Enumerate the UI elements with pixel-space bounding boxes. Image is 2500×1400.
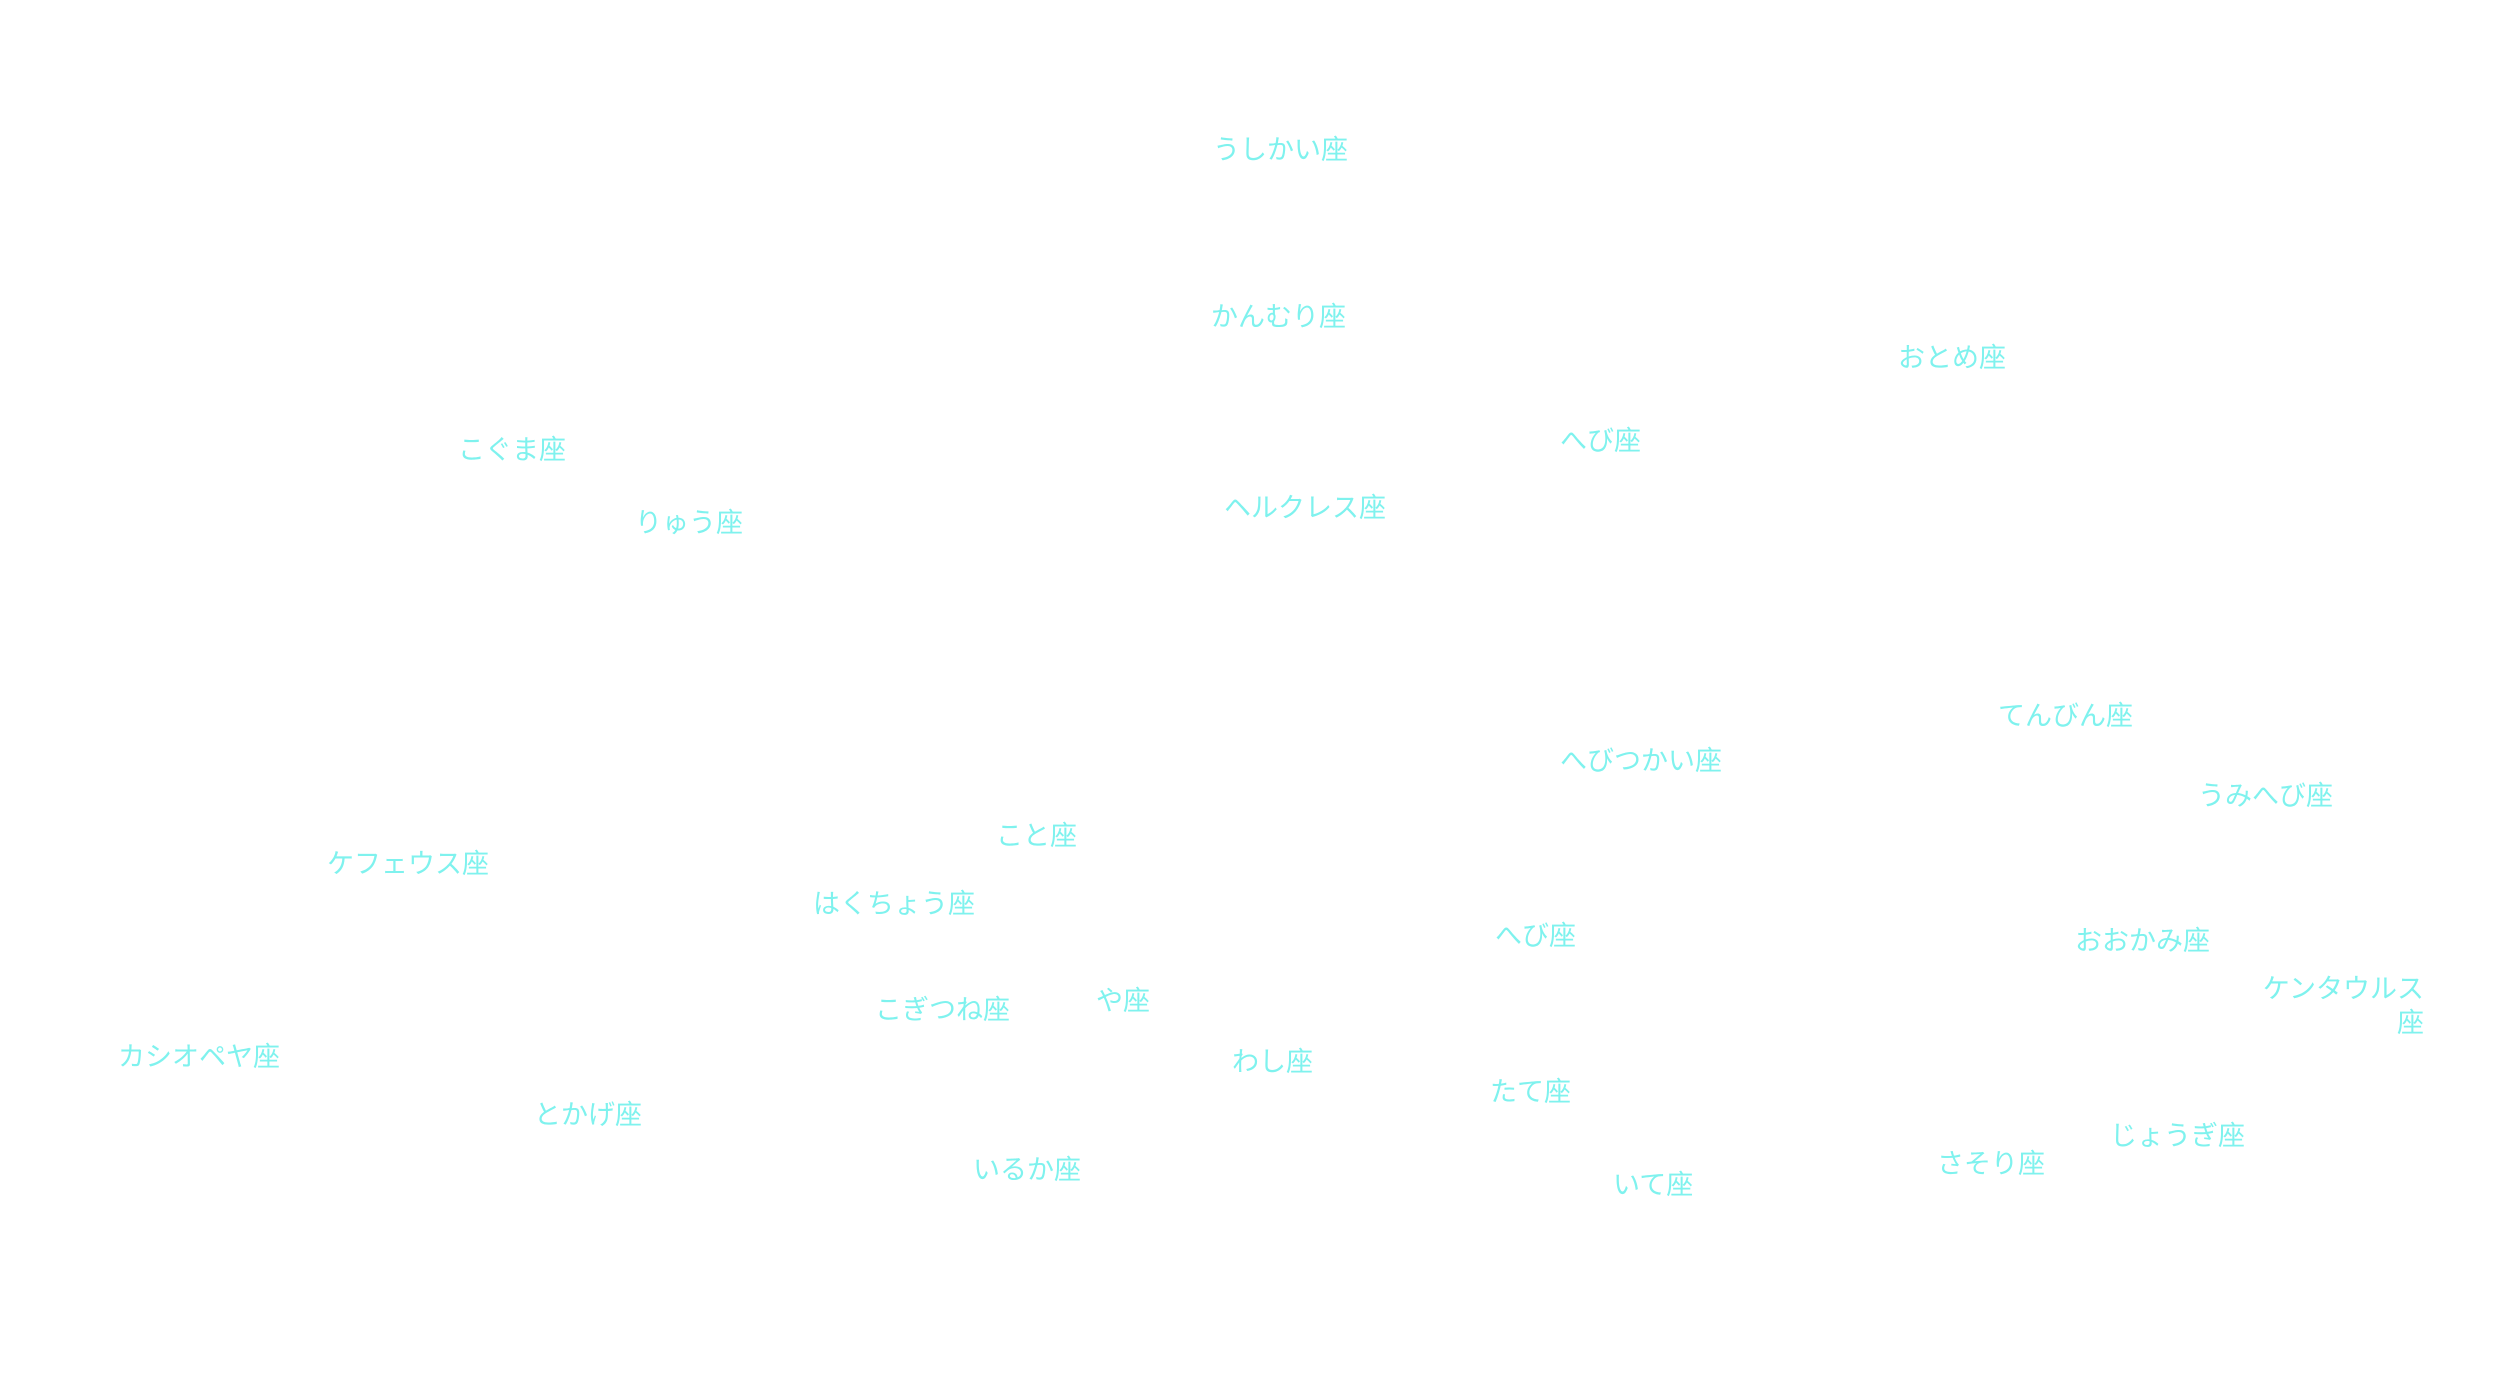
constellation-label-washi: わし座: [1232, 1047, 1313, 1078]
constellation-label-jougi: じょうぎ座: [2110, 1121, 2245, 1152]
constellation-label-ya: や座: [1096, 986, 1150, 1017]
constellation-label-sasori: さそり座: [1937, 1149, 2045, 1180]
constellation-label-tokage: とかげ座: [534, 1100, 642, 1131]
constellation-label-ushikai: うしかい座: [1213, 135, 1348, 166]
constellation-label-iruka: いるか座: [973, 1155, 1081, 1186]
constellation-label-umihebi: うみへび座: [2198, 781, 2333, 812]
constellation-label-hebi-upper: へび座: [1560, 426, 1641, 457]
constellation-label-kefeusu: ケフェウス座: [327, 849, 489, 880]
constellation-label-kentaurusu: ケンタウルス座: [2262, 974, 2424, 1039]
constellation-label-kashiopeya: カシオペヤ座: [118, 1042, 280, 1073]
constellation-label-kanmuri: かんむり座: [1211, 302, 1346, 333]
constellation-label-ryuu: りゅう座: [635, 508, 743, 539]
constellation-label-hakuchou: はくちょう座: [813, 889, 975, 920]
constellation-label-herakuresu: ヘルクレス座: [1224, 493, 1386, 524]
constellation-label-ookami: おおかみ座: [2075, 926, 2210, 957]
constellation-label-hebi-lower: へび座: [1495, 921, 1576, 952]
constellation-label-tate: たて座: [1490, 1077, 1571, 1108]
constellation-label-tenbin: てんびん座: [1998, 701, 2133, 732]
constellation-label-koto: こと座: [996, 821, 1077, 852]
constellation-label-kogitsune: こぎつね座: [875, 995, 1010, 1026]
constellation-label-ite: いて座: [1613, 1170, 1694, 1201]
constellation-label-kogumma: こぐま座: [458, 435, 566, 466]
constellation-label-hebitsukai: へびつかい座: [1560, 746, 1722, 777]
constellation-label-otome: おとめ座: [1898, 343, 2006, 374]
